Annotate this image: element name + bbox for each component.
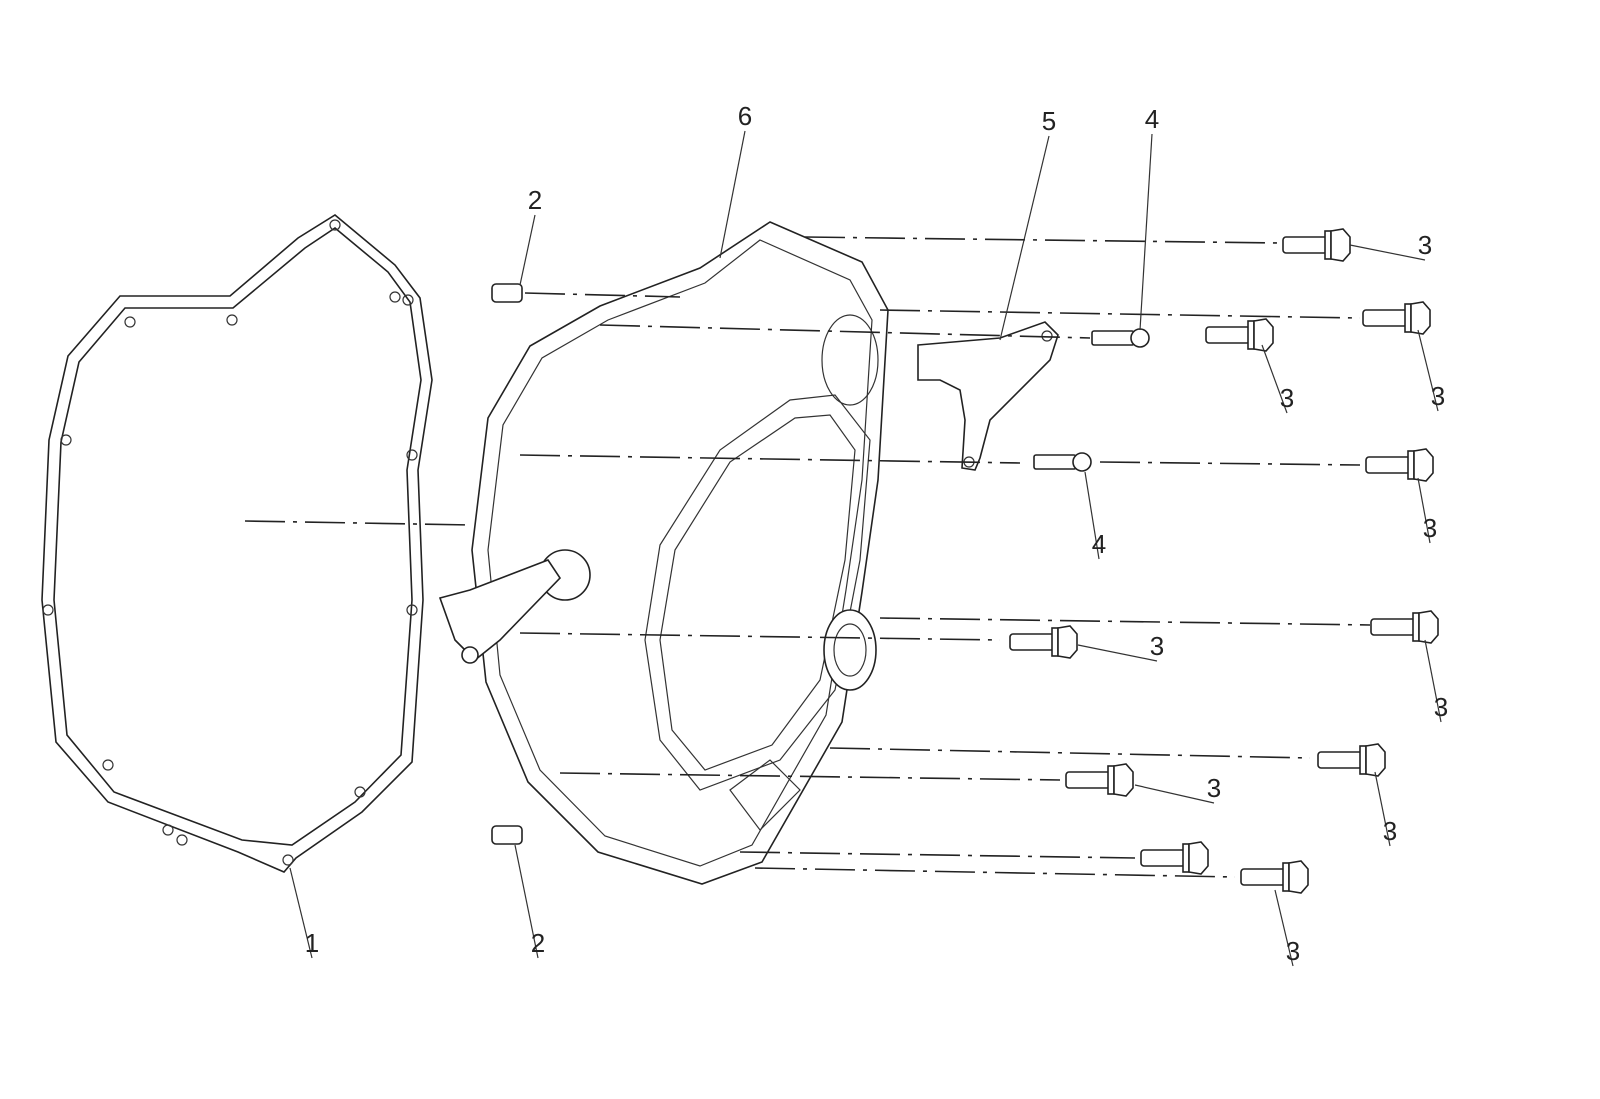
center-line (879, 617, 1371, 626)
leader-line (1417, 329, 1439, 412)
callout-label-3: 3 (1207, 773, 1221, 803)
callout-label-4: 4 (1092, 529, 1106, 559)
callout-label-2: 2 (531, 928, 545, 958)
callout-label-3: 3 (1418, 230, 1432, 260)
leader-line (1424, 639, 1442, 723)
gasket-bolt-hole (162, 824, 174, 836)
leader-line (1417, 477, 1431, 544)
center-line (519, 454, 1021, 464)
callout-label-3: 3 (1150, 631, 1164, 661)
gasket-bolt-hole (282, 854, 294, 866)
center-line (804, 236, 1281, 244)
leader-line (1084, 471, 1100, 560)
center-line (1099, 461, 1361, 466)
flange-bolt-part-3 (1240, 860, 1309, 894)
leader-line (1349, 244, 1426, 261)
center-line (524, 292, 681, 298)
leader-line (1374, 771, 1391, 847)
center-line (559, 772, 1061, 781)
spacer-part-4 (1033, 452, 1092, 472)
gasket-bolt-hole (389, 291, 401, 303)
callout-label-3: 3 (1286, 936, 1300, 966)
callout-label-6: 6 (738, 101, 752, 131)
bracket-part-5 (917, 321, 1059, 471)
leader-line (1139, 133, 1153, 331)
gasket-bolt-hole (402, 294, 414, 306)
callout-label-3: 3 (1434, 692, 1448, 722)
leader-line (1134, 784, 1215, 804)
callout-label-4: 4 (1145, 104, 1159, 134)
gasket-bolt-hole (329, 219, 341, 231)
clutch-cover-part-6 (438, 221, 889, 885)
callout-label-3: 3 (1423, 513, 1437, 543)
gasket-bolt-hole (124, 316, 136, 328)
dowel-pin-part-2 (491, 283, 523, 303)
flange-bolt-part-3 (1370, 610, 1439, 644)
spacer-part-4 (1091, 328, 1150, 348)
flange-bolt-part-3 (1317, 743, 1386, 777)
callout-label-5: 5 (1042, 106, 1056, 136)
gasket-bolt-hole (406, 604, 418, 616)
center-line (599, 324, 1091, 339)
dowel-pin-part-2 (491, 825, 523, 845)
gasket-bolt-hole (176, 834, 188, 846)
flange-bolt-part-3 (1065, 763, 1134, 797)
leader-line (999, 135, 1050, 341)
gasket-bolt-hole (406, 449, 418, 461)
center-line (829, 747, 1311, 759)
center-line (754, 867, 1236, 878)
leader-line (289, 867, 313, 959)
center-line (244, 520, 473, 526)
gasket-bolt-hole (42, 604, 54, 616)
callout-label-3: 3 (1383, 816, 1397, 846)
flange-bolt-part-3 (1365, 448, 1434, 482)
gasket-bolt-hole (102, 759, 114, 771)
center-line (879, 309, 1361, 319)
callout-label-1: 1 (305, 928, 319, 958)
flange-bolt-part-3 (1282, 228, 1351, 262)
leader-line (519, 214, 536, 286)
callout-label-3: 3 (1280, 383, 1294, 413)
flange-bolt-part-3 (1205, 318, 1274, 352)
gasket-bolt-hole (354, 786, 366, 798)
gasket-part-1 (41, 214, 433, 873)
flange-bolt-part-3 (1140, 841, 1209, 875)
leader-line (1261, 344, 1288, 414)
center-line (739, 851, 1136, 859)
leader-line (1274, 889, 1294, 967)
gasket-bolt-hole (226, 314, 238, 326)
flange-bolt-part-3 (1009, 625, 1078, 659)
center-line (519, 632, 1001, 641)
leader-line (514, 844, 539, 959)
flange-bolt-part-3 (1362, 301, 1431, 335)
callout-label-3: 3 (1431, 381, 1445, 411)
leader-line (1077, 644, 1158, 662)
leader-line (719, 130, 746, 259)
callout-label-2: 2 (528, 185, 542, 215)
gasket-bolt-hole (60, 434, 72, 446)
